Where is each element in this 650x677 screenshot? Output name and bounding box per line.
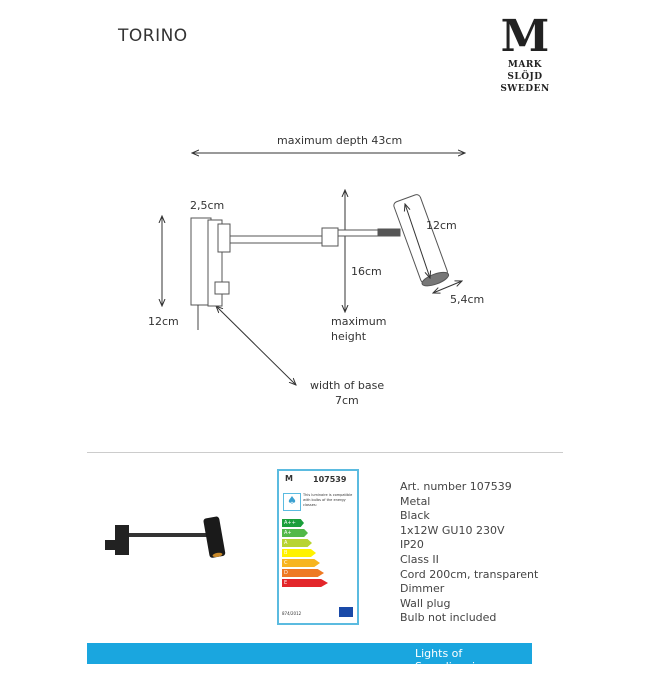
spec-item: 1x12W GU10 230V xyxy=(400,523,505,537)
regulation: 874/2012 xyxy=(282,611,302,616)
base-width-arrow xyxy=(216,306,296,385)
spec-item: IP20 xyxy=(400,538,424,552)
base-width-label: width of base xyxy=(310,379,384,392)
label-text: This luminaire is compatible with bulbs … xyxy=(303,493,353,507)
energy-class: A+ xyxy=(282,529,308,537)
logo-line: SLÖJD xyxy=(507,72,543,82)
height-label: maximum xyxy=(331,315,386,328)
brand-logo: M MARK SLÖJD SWEDEN xyxy=(497,15,553,111)
lamp-icon: ♠ xyxy=(283,493,301,511)
eu-flag-icon xyxy=(339,607,353,617)
spec-item: Wall plug xyxy=(400,596,451,610)
base-thickness-label: 2,5cm xyxy=(190,199,224,212)
lamp-outline xyxy=(190,194,450,307)
energy-class: A xyxy=(282,539,312,547)
footer-banner: Lights of Scandinavia xyxy=(87,643,532,673)
spec-item: Metal xyxy=(400,494,431,508)
energy-class: C xyxy=(282,559,320,567)
shade-diameter-label: 5,4cm xyxy=(450,293,484,306)
energy-class: A++ xyxy=(282,519,304,527)
logo-line: MARK xyxy=(507,60,543,70)
height-label: height xyxy=(331,330,367,343)
depth-label: maximum depth 43cm xyxy=(277,134,402,147)
divider xyxy=(87,452,563,453)
shade-length-label: 12cm xyxy=(426,219,457,232)
spec-item: Bulb not included xyxy=(400,611,497,625)
label-number: 107539 xyxy=(313,475,347,484)
product-title: TORINO xyxy=(118,26,188,46)
logo-letter: M xyxy=(500,11,550,62)
base-width-value: 7cm xyxy=(335,394,359,407)
spec-item: Class II xyxy=(400,552,439,566)
energy-class: E xyxy=(282,579,328,587)
spec-item: Art. number 107539 xyxy=(400,480,512,493)
spec-item: Dimmer xyxy=(400,582,445,596)
dimension-drawing: maximum depth 43cm 2,5cm 12cm 16cm maxim… xyxy=(148,134,484,407)
product-photo xyxy=(105,516,226,558)
base-height-label: 12cm xyxy=(148,315,179,328)
energy-class: D xyxy=(282,569,324,577)
spec-item: Black xyxy=(400,509,430,523)
energy-label: M 107539 ♠ This luminaire is compatible … xyxy=(277,469,359,625)
footer-text: Lights of Scandinavia xyxy=(415,647,482,673)
energy-class: B xyxy=(282,549,316,557)
logo-line: SWEDEN xyxy=(500,84,550,94)
spec-item: Cord 200cm, transparent xyxy=(400,567,539,581)
height-value: 16cm xyxy=(351,265,382,278)
